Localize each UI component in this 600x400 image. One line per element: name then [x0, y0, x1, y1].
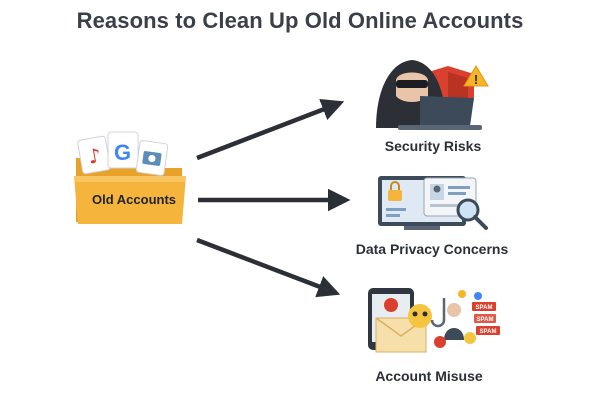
svg-text:SPAM: SPAM [480, 329, 497, 335]
google-icon: G [107, 131, 139, 169]
arrow-to-security [196, 98, 345, 161]
id-card-magnifier-icon [378, 176, 488, 230]
music-icon: ♪ [77, 135, 111, 175]
svg-text:SPAM: SPAM [476, 305, 493, 311]
svg-text:!: ! [474, 72, 478, 87]
reason-label-privacy: Data Privacy Concerns [355, 241, 509, 257]
svg-text:G: G [114, 140, 131, 165]
arrow-to-misuse [196, 237, 341, 298]
reason-label-security: Security Risks [384, 138, 482, 154]
svg-text:SPAM: SPAM [477, 317, 494, 323]
spam-mail-icon: SPAM SPAM SPAM [368, 288, 500, 353]
camera-icon [135, 140, 169, 176]
old-accounts-label: Old Accounts [91, 192, 177, 207]
warning-icon: ! [463, 65, 489, 87]
folder-icon: ♪ G [74, 131, 186, 224]
diagram-title: Reasons to Clean Up Old Online Accounts [76, 8, 524, 33]
svg-text:♪: ♪ [86, 143, 103, 169]
hacker-laptop-icon [376, 60, 482, 130]
reason-label-misuse: Account Misuse [375, 368, 483, 384]
